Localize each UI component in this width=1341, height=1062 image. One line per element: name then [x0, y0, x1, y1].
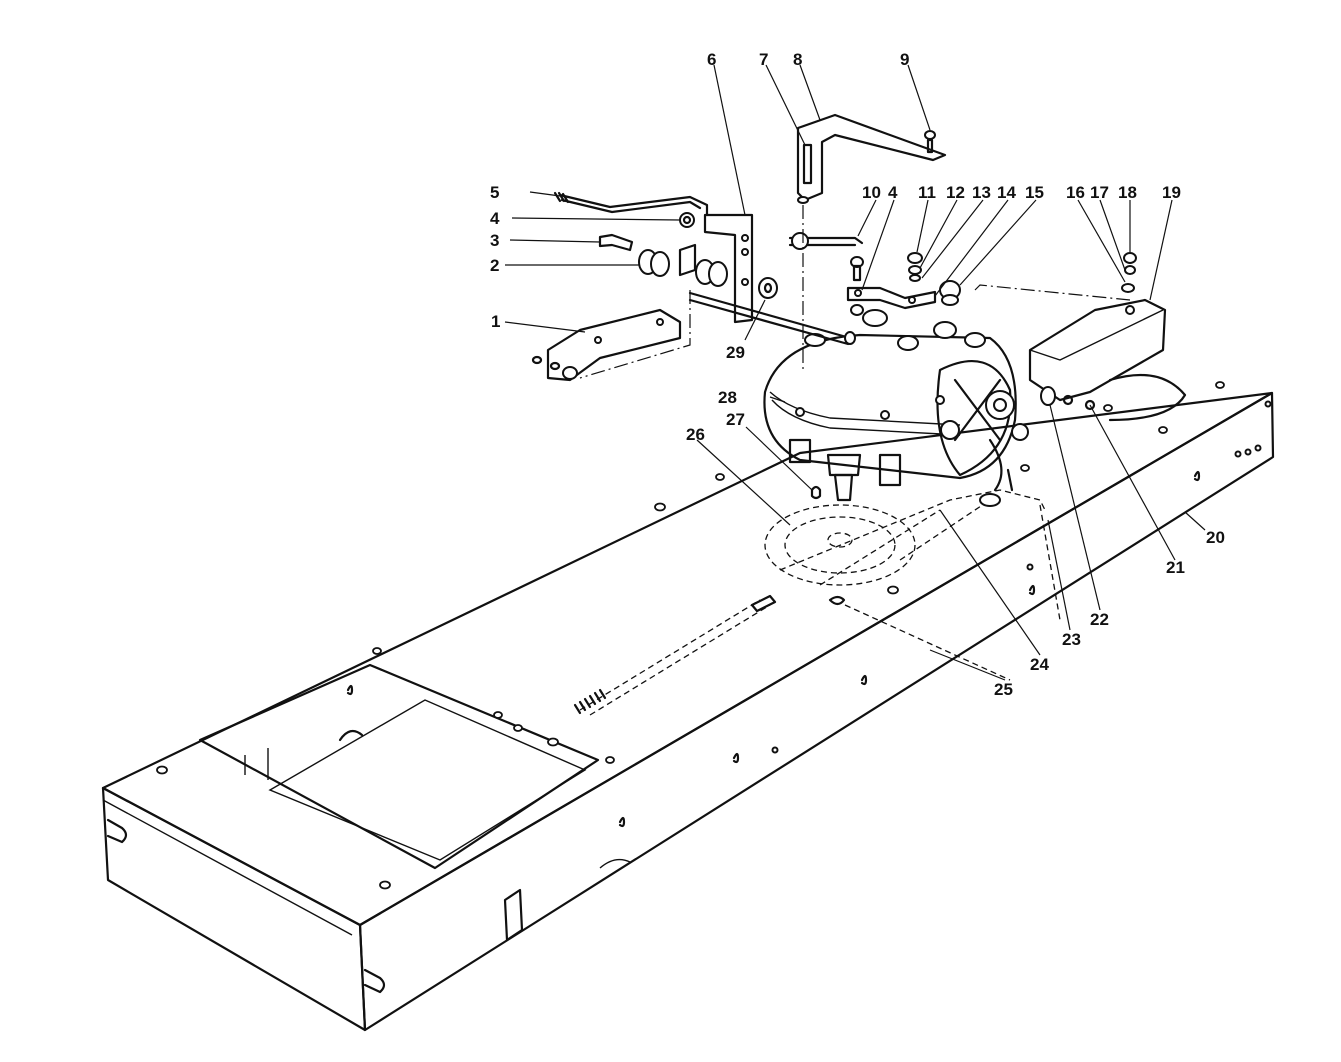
callout-18: 18	[1118, 183, 1137, 202]
mount-hole	[1103, 404, 1113, 412]
mount-hole	[715, 473, 725, 481]
transmission-housing	[763, 309, 1029, 502]
callout-28: 28	[718, 388, 737, 407]
callout-5: 5	[490, 183, 499, 202]
callout-26: 26	[686, 425, 705, 444]
callout-20: 20	[1206, 528, 1225, 547]
callout-6: 6	[707, 50, 716, 69]
mount-hole	[513, 724, 523, 732]
callout-17: 17	[1090, 183, 1109, 202]
callout-27: 27	[726, 410, 745, 429]
mount-hole	[493, 711, 503, 719]
mount-hole	[887, 585, 899, 595]
mount-hole	[372, 647, 382, 655]
callout-11: 11	[918, 183, 936, 202]
callout-labels: 1 2 3 4 5 6 7 8 9 10 4 11 12 13 14 15 16…	[490, 50, 1225, 699]
bushing-stack	[638, 243, 728, 287]
shift-assembly	[531, 113, 1167, 507]
callout-29: 29	[726, 343, 745, 362]
leader-lines	[504, 64, 1206, 681]
callout-21: 21	[1166, 558, 1185, 577]
mount-hole	[1215, 381, 1225, 389]
lever-cluster	[846, 252, 961, 316]
callout-13: 13	[972, 183, 991, 202]
callout-16: 16	[1066, 183, 1085, 202]
callout-14: 14	[997, 183, 1016, 202]
callout-15: 15	[1025, 183, 1044, 202]
callout-4: 4	[490, 209, 500, 228]
mount-hole	[156, 765, 168, 775]
mount-hole	[605, 756, 615, 764]
mount-hole	[547, 737, 559, 747]
callout-4-second: 4	[888, 183, 898, 202]
callout-9: 9	[900, 50, 909, 69]
callout-12: 12	[946, 183, 965, 202]
mount-hole	[1158, 426, 1168, 434]
callout-7: 7	[759, 50, 768, 69]
callout-24: 24	[1030, 655, 1049, 674]
callout-8: 8	[793, 50, 802, 69]
mount-hole	[379, 880, 391, 890]
callout-25: 25	[994, 680, 1013, 699]
callout-3: 3	[490, 231, 499, 250]
callout-23: 23	[1062, 630, 1081, 649]
callout-2: 2	[490, 256, 499, 275]
mount-hole	[654, 502, 666, 512]
frame-pan	[101, 373, 1275, 1032]
callout-19: 19	[1162, 183, 1181, 202]
callout-10: 10	[862, 183, 881, 202]
callout-1: 1	[491, 312, 500, 331]
callout-22: 22	[1090, 610, 1109, 629]
mount-hole	[1020, 464, 1030, 472]
pulley-belt-dashed	[573, 489, 1061, 716]
